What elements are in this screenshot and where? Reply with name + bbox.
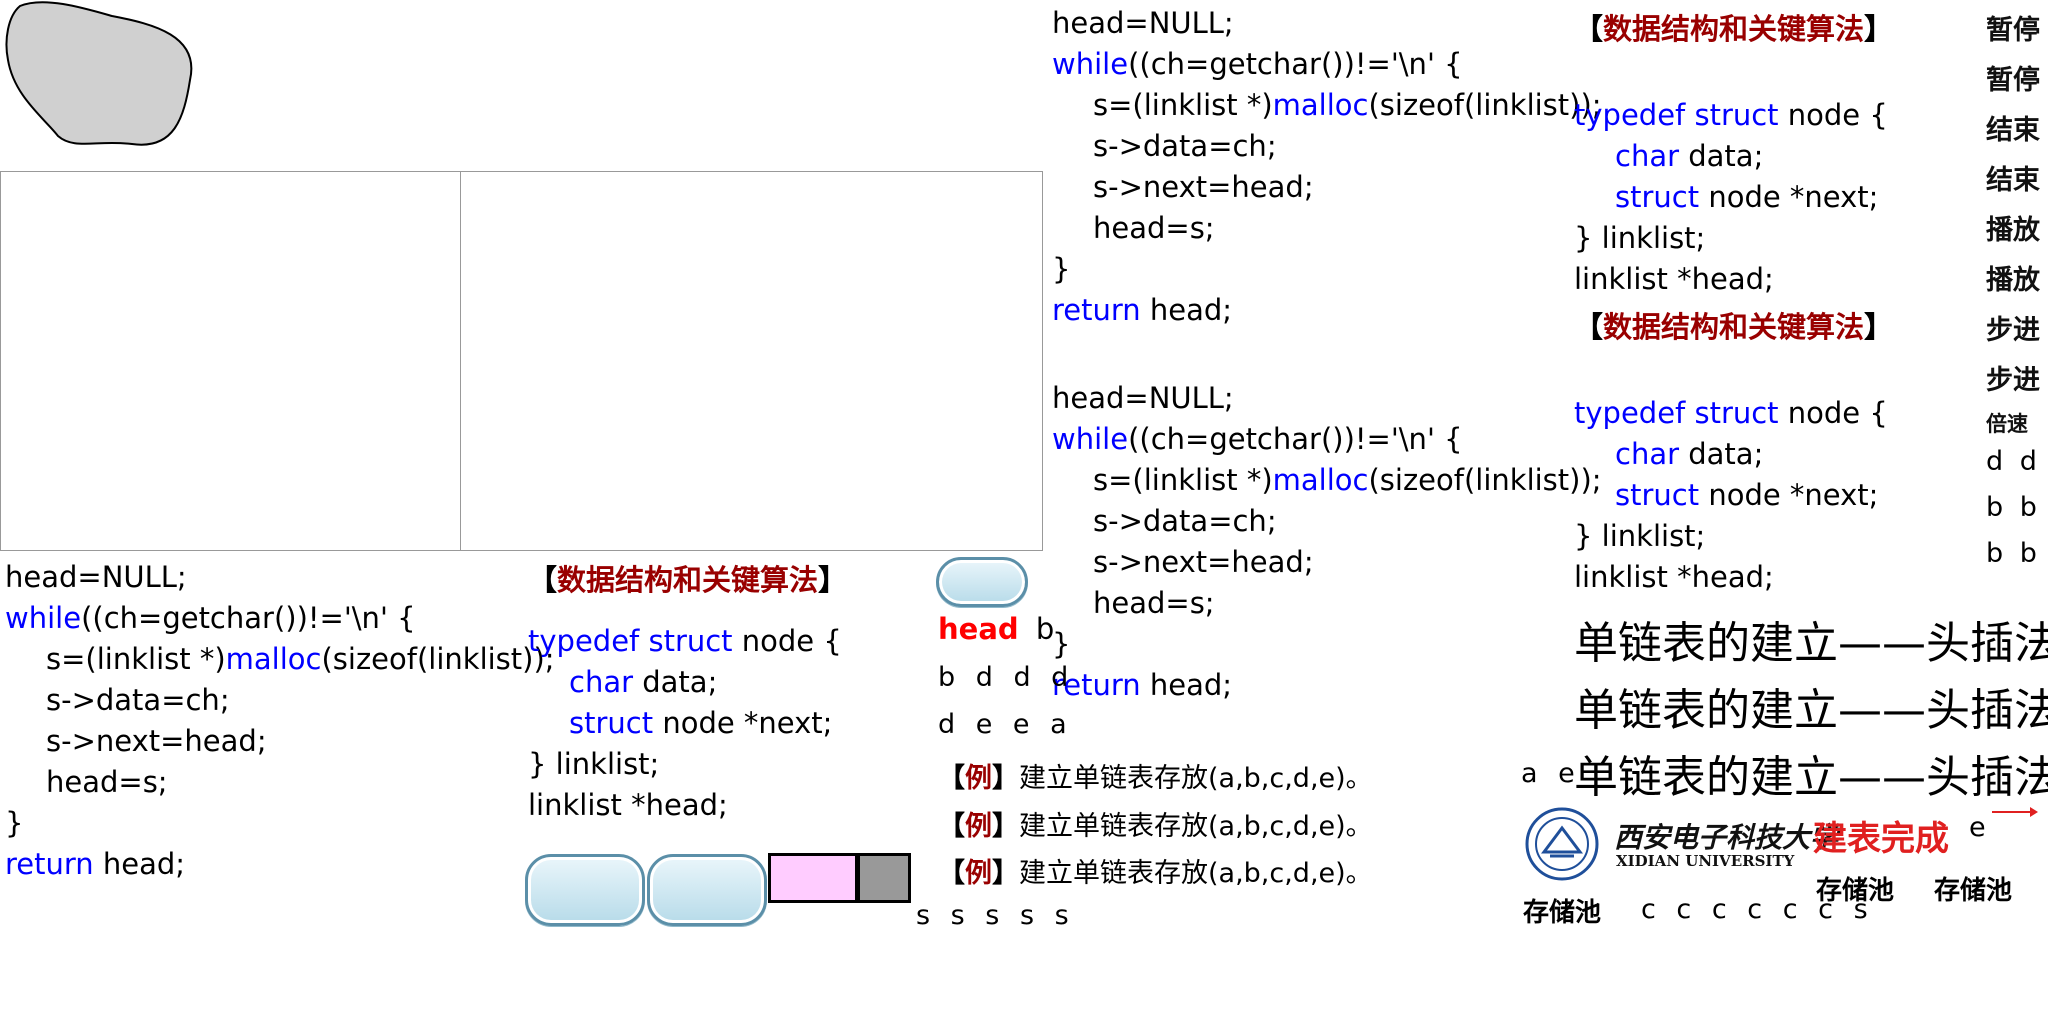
code-line: head=s;	[1093, 586, 1215, 620]
code-line: s=(linklist *)malloc(sizeof(linklist));	[1093, 463, 1602, 497]
section-title: 【数据结构和关键算法】	[1574, 310, 1894, 344]
code-line: head=s;	[46, 765, 168, 799]
letters-bddd: b d d d	[938, 662, 1075, 693]
section-heading: 单链表的建立——头插法	[1574, 752, 2048, 803]
code-line: struct node *next;	[1615, 478, 1879, 512]
code-line: s->data=ch;	[1093, 504, 1277, 538]
code-line: } linklist;	[1574, 221, 1706, 255]
speed-button[interactable]: 倍速	[1986, 412, 2028, 436]
play-button[interactable]: 播放	[1986, 215, 2040, 246]
struct-block-1: 【数据结构和关键算法】 typedef struct node { char d…	[528, 557, 847, 826]
section-title: 【数据结构和关键算法】	[1574, 12, 1894, 46]
code-line: }	[1052, 252, 1071, 286]
example-line: 【例】建立单链表存放(a,b,c,d,e)。	[938, 763, 1373, 794]
code-line: return head;	[1052, 293, 1233, 327]
letters-bb: b b	[1986, 538, 2041, 569]
code-line: while((ch=getchar())!='\n' {	[5, 601, 416, 635]
struct-block-3: 【数据结构和关键算法】 typedef struct node { char d…	[1574, 304, 1893, 598]
code-line: char data;	[1615, 139, 1764, 173]
example-line: 【例】建立单链表存放(a,b,c,d,e)。	[938, 858, 1373, 889]
done-label: 建表完成	[1813, 819, 1949, 859]
letters-bb: b b	[1986, 492, 2041, 523]
code-line: s->data=ch;	[1093, 129, 1277, 163]
code-line: }	[1052, 627, 1071, 661]
pool-label: 存储池	[1934, 876, 2013, 906]
code-line: struct node *next;	[569, 706, 833, 740]
code-block-3: head=NULL; while((ch=getchar())!='\n' { …	[1052, 378, 1602, 706]
code-line: s->next=head;	[1093, 170, 1314, 204]
example-line: 【例】建立单链表存放(a,b,c,d,e)。	[938, 811, 1373, 842]
arrow-right-icon	[1992, 807, 2038, 817]
node-pill	[525, 854, 645, 926]
code-line: while((ch=getchar())!='\n' {	[1052, 422, 1463, 456]
code-line: s=(linklist *)malloc(sizeof(linklist));	[1093, 88, 1602, 122]
pause-button[interactable]: 暂停	[1986, 65, 2040, 96]
video-panel-right	[460, 171, 1043, 551]
pool-label: 存储池	[1816, 876, 1895, 906]
code-line: head=NULL;	[1052, 381, 1234, 415]
logo-text-en: XIDIAN UNIVERSITY	[1616, 852, 1795, 870]
code-line: struct node *next;	[1615, 180, 1879, 214]
section-heading: 单链表的建立——头插法	[1574, 618, 2048, 669]
node-pill	[936, 557, 1028, 607]
pause-button[interactable]: 暂停	[1986, 15, 2040, 46]
letters-deea: d e e a	[938, 709, 1073, 740]
cloud-shape	[5, 1, 193, 146]
code-line: linklist *head;	[1574, 262, 1774, 296]
step-button[interactable]: 步进	[1986, 315, 2040, 346]
code-line: while((ch=getchar())!='\n' {	[1052, 47, 1463, 81]
video-panel-left	[0, 171, 461, 551]
node-data-cell	[768, 853, 858, 903]
code-line: char data;	[1615, 437, 1764, 471]
code-line: return head;	[5, 847, 186, 881]
code-line: }	[5, 806, 24, 840]
code-line: linklist *head;	[1574, 560, 1774, 594]
code-line: head=s;	[1093, 211, 1215, 245]
node-next-cell	[857, 853, 911, 903]
letters-ae: a e	[1521, 758, 1581, 789]
university-seal-icon	[1525, 807, 1599, 881]
code-line: typedef struct node {	[1574, 98, 1888, 132]
play-button[interactable]: 播放	[1986, 265, 2040, 296]
section-heading: 单链表的建立——头插法	[1574, 685, 2048, 736]
letters-cs: c c c c c c s	[1641, 894, 1874, 925]
node-pill	[647, 854, 767, 926]
code-line: s=(linklist *)malloc(sizeof(linklist));	[46, 642, 555, 676]
struct-block-2: 【数据结构和关键算法】 typedef struct node { char d…	[1574, 6, 1893, 300]
letters-dd: d d	[1986, 446, 2041, 477]
code-line: s->next=head;	[46, 724, 267, 758]
code-line: typedef struct node {	[1574, 396, 1888, 430]
code-line: char data;	[569, 665, 718, 699]
section-title: 【数据结构和关键算法】	[528, 563, 848, 597]
end-button[interactable]: 结束	[1986, 165, 2040, 196]
code-line: s->data=ch;	[46, 683, 230, 717]
end-button[interactable]: 结束	[1986, 115, 2040, 146]
code-line: linklist *head;	[528, 788, 728, 822]
head-label: head b	[938, 612, 1055, 646]
letter-e: e	[1969, 812, 1986, 843]
step-button[interactable]: 步进	[1986, 365, 2040, 396]
code-line: s->next=head;	[1093, 545, 1314, 579]
code-line: return head;	[1052, 668, 1233, 702]
code-line: } linklist;	[528, 747, 660, 781]
letters-sssss: s s s s s	[916, 900, 1075, 931]
logo-text-cn: 西安电子科技大学	[1614, 821, 1839, 854]
code-line: head=NULL;	[1052, 6, 1234, 40]
code-block-1: head=NULL; while((ch=getchar())!='\n' { …	[5, 557, 555, 885]
code-block-2: head=NULL; while((ch=getchar())!='\n' { …	[1052, 3, 1602, 331]
code-line: typedef struct node {	[528, 624, 842, 658]
code-line: head=NULL;	[5, 560, 187, 594]
pool-label: 存储池	[1523, 898, 1602, 928]
code-line: } linklist;	[1574, 519, 1706, 553]
